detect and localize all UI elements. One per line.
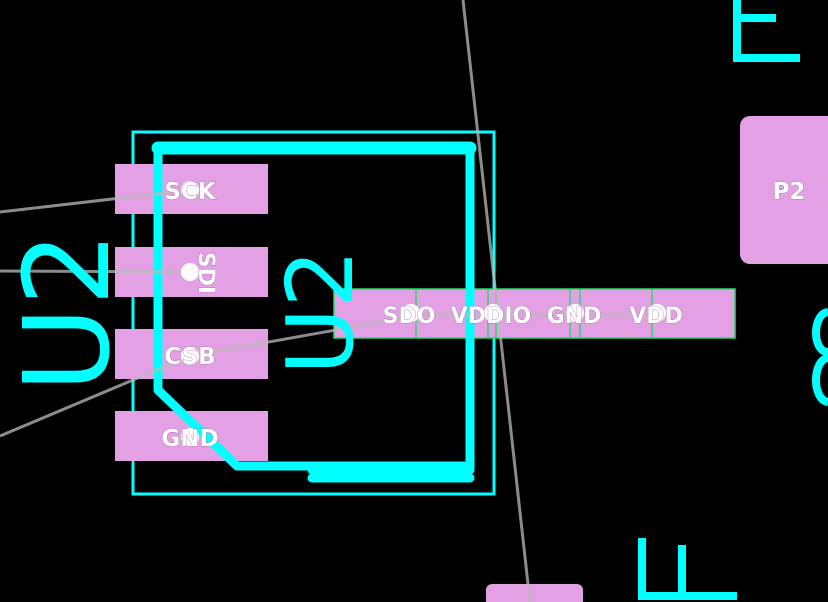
via — [484, 304, 502, 322]
header-label-vdd: VDD — [629, 304, 683, 329]
pad-label-csb: CSB — [164, 344, 215, 370]
pad-label-sck: SCK — [164, 179, 216, 205]
pad-label-gnd-left: GND — [161, 426, 218, 452]
via — [181, 181, 199, 199]
header-label-gnd: GND — [547, 304, 602, 329]
via — [648, 304, 666, 322]
via — [181, 428, 199, 446]
via — [566, 304, 584, 322]
pad-partial-bottom[interactable] — [486, 584, 583, 602]
header-label-vddio: VDDIO — [451, 304, 531, 329]
silkscreen-partial-top-right — [733, 0, 800, 62]
pad-p2[interactable] — [740, 116, 828, 264]
pad-label-sdi: SDI — [193, 252, 218, 294]
refdes-inner: U2 — [267, 249, 374, 375]
silkscreen-partial-bottom — [638, 538, 737, 600]
via — [181, 347, 199, 365]
header-label-sdo: SDO — [383, 304, 436, 329]
silkscreen-partial-right — [812, 308, 828, 406]
vias — [181, 181, 666, 446]
via — [402, 304, 420, 322]
refdes-left: U2 — [0, 231, 136, 392]
via — [181, 263, 199, 281]
ratsnest — [0, 0, 660, 602]
pad-label-p2: P2 — [773, 179, 806, 205]
